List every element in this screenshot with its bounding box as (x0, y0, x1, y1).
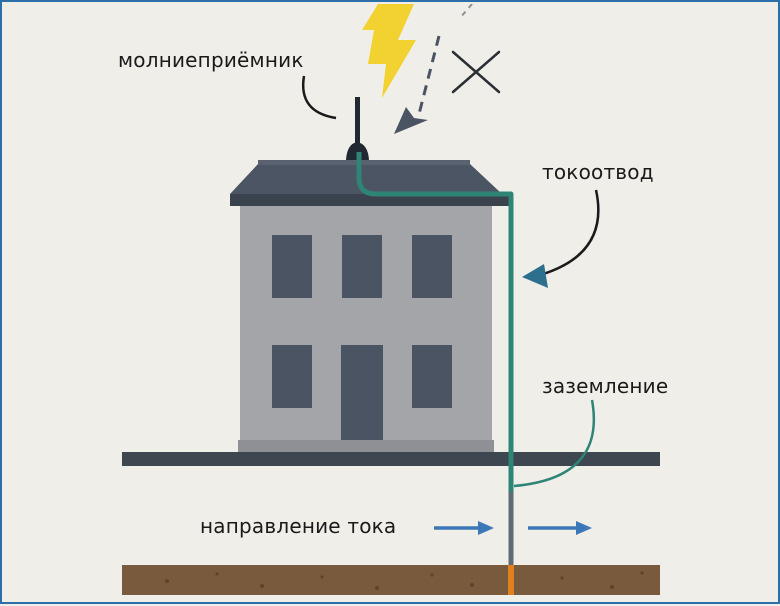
leader-down-conductor (539, 189, 600, 277)
roof (230, 164, 502, 194)
dashed-arrow-icon (394, 4, 473, 134)
window (412, 235, 452, 298)
ground-slab (122, 452, 660, 466)
label-current-direction: направление тока (200, 514, 397, 538)
window (272, 235, 312, 298)
current-arrow-right (528, 521, 592, 535)
window (272, 345, 312, 408)
windows (272, 235, 452, 408)
soil-specks (165, 571, 644, 590)
roof-eave (230, 194, 512, 206)
leader-air-terminal (301, 75, 337, 120)
leader-grounding (513, 399, 596, 488)
down-conductor-arrowhead (522, 264, 548, 288)
current-arrow-left (434, 521, 494, 535)
label-air-terminal: молниеприёмник (118, 48, 304, 72)
soil-layer (122, 565, 660, 595)
down-conductor (356, 152, 514, 492)
window (342, 235, 382, 298)
door (341, 345, 383, 440)
roof-ridge (258, 160, 470, 165)
cross-icon (451, 50, 501, 94)
lightning-bolt-icon (362, 4, 416, 98)
window (412, 345, 452, 408)
ground-rod (508, 565, 514, 595)
label-down-conductor: токоотвод (542, 160, 654, 184)
air-terminal (346, 97, 369, 160)
building-base (238, 440, 494, 452)
label-grounding: заземление (542, 374, 669, 398)
